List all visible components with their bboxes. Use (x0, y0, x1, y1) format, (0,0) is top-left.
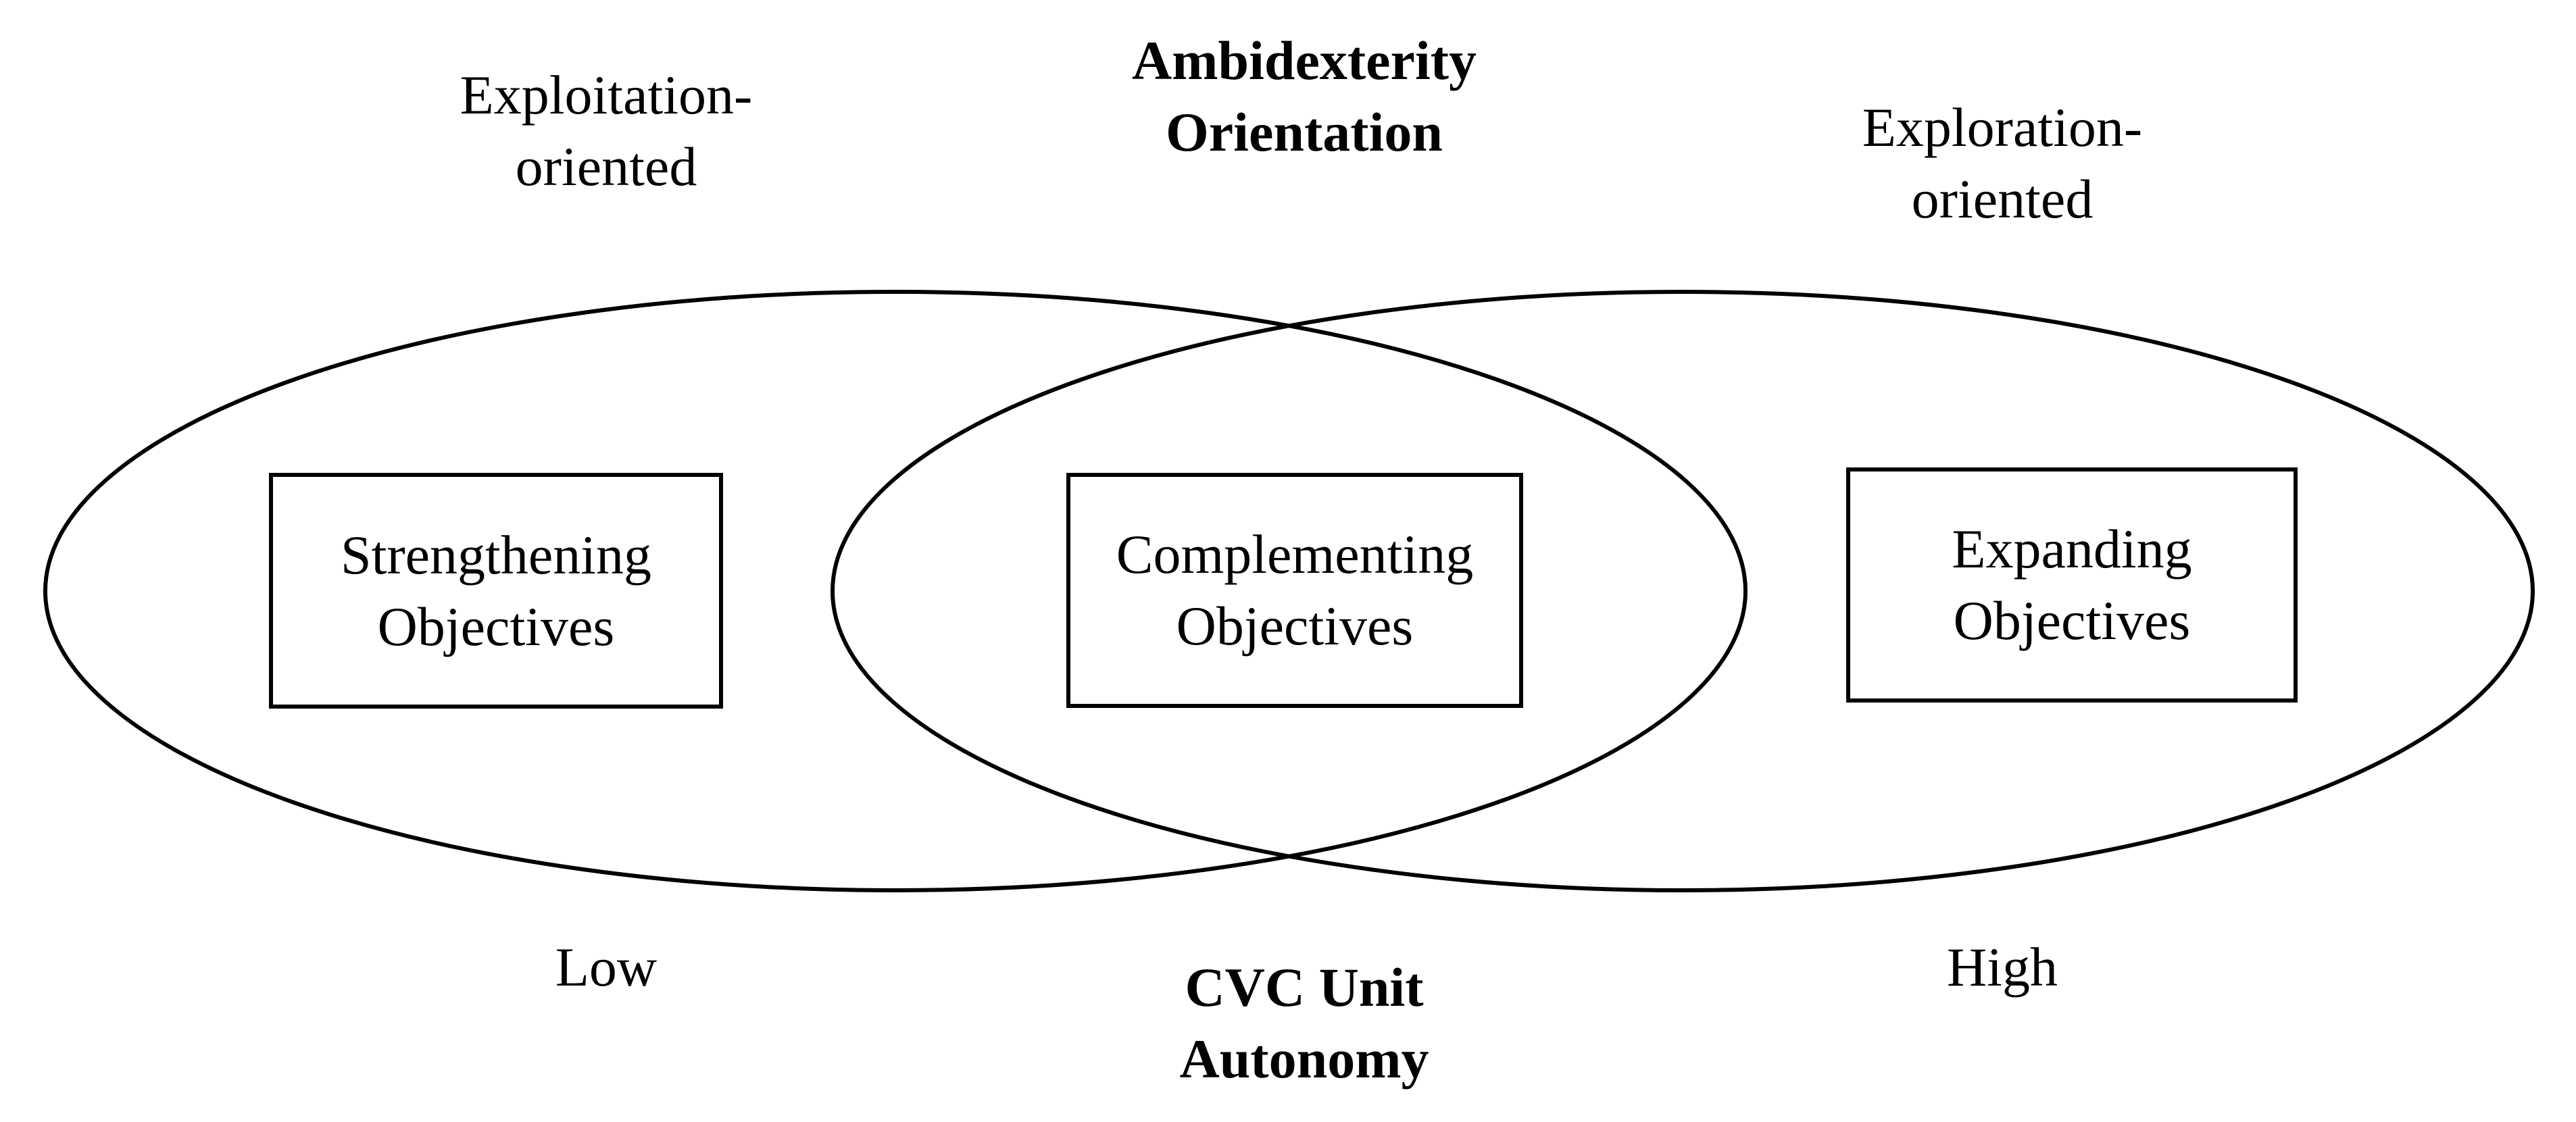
label-line: oriented (515, 136, 697, 197)
bottom-axis-label-high: High (1947, 932, 2058, 1003)
bottom-axis-label-low: Low (555, 932, 657, 1003)
expanding-objectives-box: Expanding Objectives (1846, 467, 2298, 703)
top-axis-label-exploration-oriented: Exploration- oriented (1862, 92, 2142, 235)
bottom-axis-title-cvc-unit-autonomy: CVC Unit Autonomy (1179, 952, 1429, 1095)
box-line: Complementing (1116, 524, 1474, 585)
box-line: Objectives (377, 595, 615, 657)
complementing-objectives-box: Complementing Objectives (1066, 473, 1523, 708)
label-line: Ambidexterity (1131, 30, 1477, 91)
label-line: CVC Unit (1185, 957, 1424, 1018)
box-line: Objectives (1176, 595, 1414, 657)
exploration-ellipse (831, 290, 2535, 892)
strengthening-objectives-box: Strengthening Objectives (269, 473, 723, 709)
label-line: Orientation (1166, 101, 1443, 163)
top-axis-label-exploitation-oriented: Exploitation- oriented (460, 59, 753, 203)
box-line: Objectives (1953, 590, 2191, 651)
label-line: Low (555, 936, 658, 998)
label-line: oriented (1911, 168, 2094, 230)
label-line: Autonomy (1179, 1028, 1429, 1090)
box-line: Expanding (1952, 518, 2192, 580)
label-line: Exploitation- (460, 64, 753, 126)
label-line: High (1947, 936, 2058, 998)
exploitation-ellipse (43, 290, 1748, 892)
top-axis-title-ambidexterity-orientation: Ambidexterity Orientation (1132, 25, 1477, 168)
label-line: Exploration- (1862, 97, 2143, 158)
box-line: Strengthening (340, 524, 652, 586)
